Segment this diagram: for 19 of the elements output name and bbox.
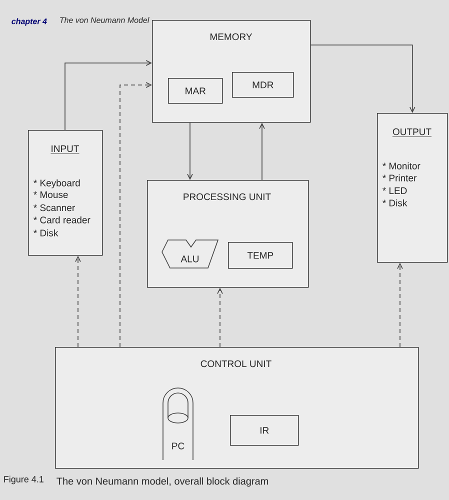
arrow [310, 44, 416, 113]
register-box: MAR [168, 78, 223, 104]
arrow [75, 256, 81, 348]
register-box: MDR [232, 72, 294, 98]
register-box: TEMP [228, 242, 293, 269]
arrow [217, 288, 223, 348]
pc-drawing: PC [162, 388, 194, 460]
arrow [64, 60, 152, 130]
arrow [259, 122, 265, 180]
arrow [120, 82, 152, 348]
input-box: INPUT * Keyboard * Mouse * Scanner * Card reader * Disk [28, 130, 103, 256]
arrow [397, 262, 403, 348]
arrow [187, 122, 193, 180]
running-header: The von Neumann Model [60, 17, 150, 23]
output-box: OUTPUT * Monitor * Printer * LED * Disk [377, 113, 448, 263]
register-box: IR [230, 415, 299, 446]
figure-caption: The von Neumann model, overall block diagram [56, 477, 268, 487]
figure-number: Figure 4.1 [4, 476, 44, 484]
running-header: chapter 4 [12, 18, 47, 26]
